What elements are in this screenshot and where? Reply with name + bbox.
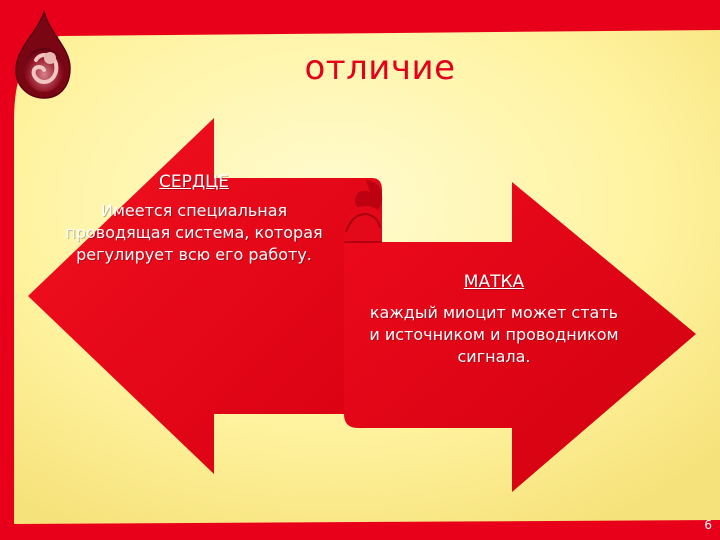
right-arrow-shape <box>344 182 696 492</box>
right-arrow-text: МАТКА каждый миоцит может стать и источн… <box>366 272 622 368</box>
left-arrow-text: СЕРДЦЕ Имеется специальная проводящая си… <box>62 172 326 266</box>
slide-title: отличие <box>304 48 456 88</box>
left-arrow-body: Имеется специальная проводящая система, … <box>65 201 323 264</box>
page-number: 6 <box>704 518 712 532</box>
left-arrow-heading: СЕРДЦЕ <box>158 172 230 192</box>
blood-drop-embryo-icon <box>15 9 71 99</box>
left-arrow-shape <box>28 118 382 474</box>
right-arrow-heading: МАТКА <box>463 272 525 292</box>
right-arrow-body: каждый миоцит может стать и источником и… <box>369 303 619 366</box>
